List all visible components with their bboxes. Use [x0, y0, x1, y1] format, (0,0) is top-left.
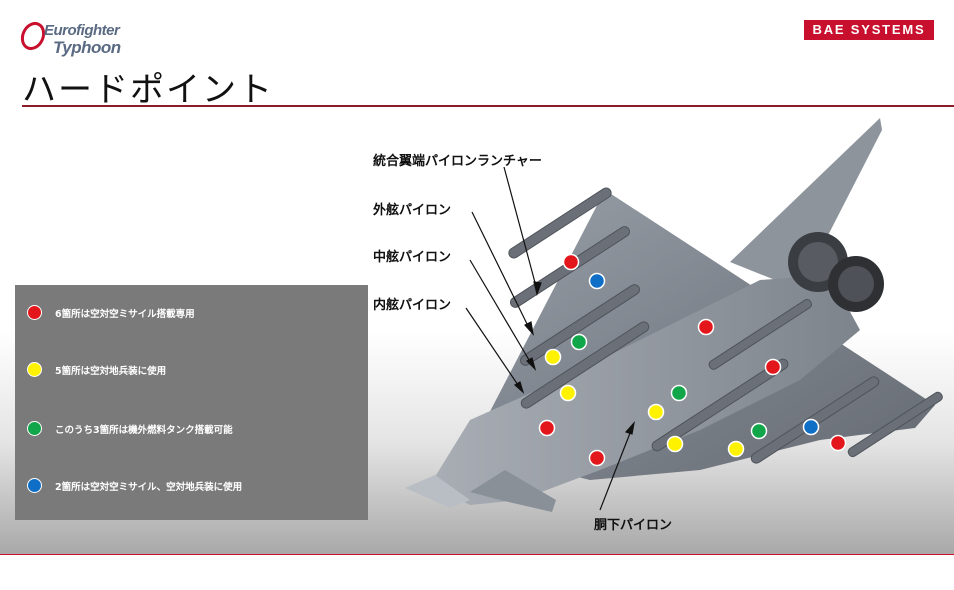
- callout-leader-lines: [465, 166, 635, 511]
- hardpoint-marker-yellow: [666, 435, 684, 453]
- hardpoint-marker-red: [829, 434, 847, 452]
- legend-yellow-dot: [27, 362, 42, 377]
- jet-fuselage: [430, 275, 860, 505]
- hardpoint-marker-yellow: [559, 384, 577, 402]
- bae-systems-logo: BAE SYSTEMS: [804, 20, 934, 40]
- hardpoint-marker-red: [697, 318, 715, 336]
- title-divider: [22, 105, 954, 107]
- legend-label: 6箇所は空対空ミサイル搭載専用: [55, 309, 195, 320]
- hardpoint-marker-blue: [802, 418, 820, 436]
- hardpoint-marker-green: [570, 333, 588, 351]
- jet-tail-fin: [730, 118, 882, 290]
- callout-outer-pylon: 外舷パイロン: [373, 203, 452, 218]
- callout-fuselage-pylon: 胴下パイロン: [594, 518, 673, 533]
- hardpoint-marker-red: [562, 253, 580, 271]
- eurofighter-logo-line2: Typhoon: [53, 38, 121, 57]
- hardpoint-marker-green: [670, 384, 688, 402]
- legend-red-dot: [27, 305, 42, 320]
- jet-nose: [405, 475, 470, 508]
- page-title: ハードポイント: [22, 70, 274, 110]
- jet-stores: [508, 187, 943, 464]
- legend-green-dot: [27, 421, 42, 436]
- eurofighter-swoosh-icon: [20, 21, 46, 51]
- eurofighter-logo-line1: Eurofighter: [44, 22, 120, 39]
- legend-label: このうち3箇所は機外燃料タンク搭載可能: [55, 425, 233, 436]
- jet-engine-nozzles: [788, 232, 884, 312]
- hardpoint-marker-red: [538, 419, 556, 437]
- callout-wingtip-launcher: 統合翼端パイロンランチャー: [373, 154, 542, 169]
- hardpoint-marker-red: [588, 449, 606, 467]
- hardpoint-marker-yellow: [647, 403, 665, 421]
- hardpoint-marker-blue: [588, 272, 606, 290]
- eurofighter-logo: Eurofighter Typhoon: [20, 16, 150, 60]
- legend-panel: 6箇所は空対空ミサイル搭載専用 5箇所は空対地兵装に使用 このうち3箇所は機外燃…: [15, 285, 368, 520]
- hardpoint-marker-red: [764, 358, 782, 376]
- legend-label: 2箇所は空対空ミサイル、空対地兵装に使用: [55, 482, 243, 493]
- callout-inner-pylon: 内舷パイロン: [373, 298, 452, 313]
- legend-label: 5箇所は空対地兵装に使用: [55, 366, 167, 377]
- hardpoint-marker-green: [750, 422, 768, 440]
- callout-middle-pylon: 中舷パイロン: [373, 250, 452, 265]
- hardpoint-marker-yellow: [544, 348, 562, 366]
- footer-divider: [0, 554, 954, 555]
- legend-blue-dot: [27, 478, 42, 493]
- jet-canard: [470, 470, 556, 512]
- hardpoint-marker-yellow: [727, 440, 745, 458]
